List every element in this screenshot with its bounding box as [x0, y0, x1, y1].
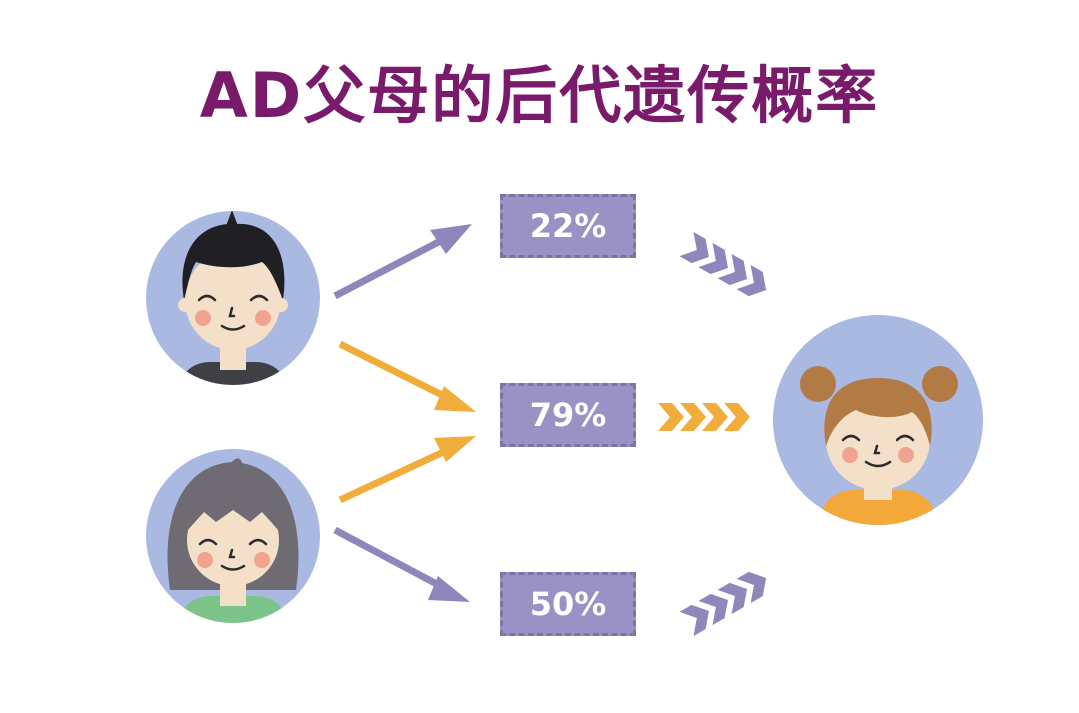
- child-avatar: [773, 315, 983, 525]
- probability-box-top: 22%: [500, 194, 636, 258]
- probability-box-middle: 79%: [500, 383, 636, 447]
- chevron-top: [679, 231, 767, 297]
- arrow-father-top: [333, 224, 472, 300]
- probability-value-middle: 79%: [529, 396, 607, 434]
- arrow-mother-bottom: [333, 526, 470, 602]
- father-avatar: [146, 211, 320, 385]
- probability-box-bottom: 50%: [500, 572, 636, 636]
- page-title: AD父母的后代遗传概率: [199, 59, 880, 132]
- mother-avatar: [146, 449, 320, 623]
- chevron-middle: [658, 403, 750, 431]
- arrow-mother-middle: [338, 436, 476, 504]
- chevron-bottom: [679, 571, 767, 637]
- probability-value-bottom: 50%: [529, 585, 607, 623]
- probability-value-top: 22%: [529, 207, 607, 245]
- arrow-father-middle: [338, 340, 476, 412]
